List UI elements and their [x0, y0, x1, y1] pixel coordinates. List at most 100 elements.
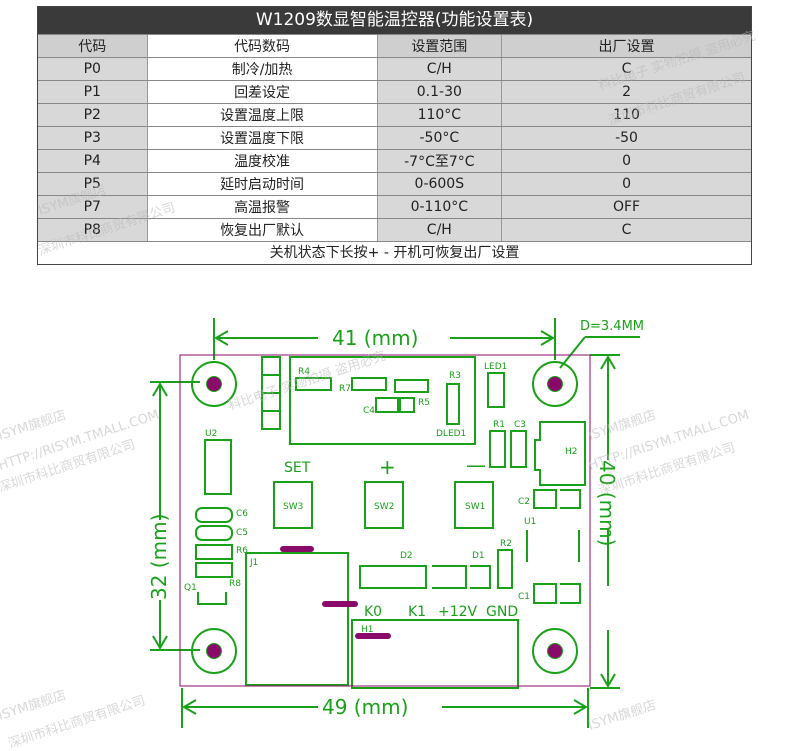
cell-range: 0-110°C [378, 196, 503, 218]
table-row: P1 回差设定 0.1-30 2 [38, 80, 751, 103]
dimension-top [213, 318, 556, 360]
table-header-row: 代码 代码数码 设置范围 出厂设置 [38, 34, 751, 57]
cell-default: 0 [622, 153, 631, 169]
label-r8: R8 [229, 579, 241, 589]
label-gnd: GND [486, 604, 518, 620]
label-c1: C1 [518, 592, 530, 602]
mounting-holes [191, 361, 578, 674]
cell-range: -50°C [378, 127, 503, 149]
label-sw1: SW1 [465, 502, 485, 512]
cell-default: OFF [612, 199, 641, 215]
cell-code: P7 [38, 196, 148, 218]
cell-default: 110 [613, 107, 640, 123]
label-k0: K0 [364, 604, 382, 620]
solder-marks [207, 377, 562, 658]
label-u2: U2 [205, 429, 217, 439]
dimension-bottom [181, 688, 589, 728]
label-12v: +12V [438, 604, 478, 620]
dimension-right [590, 354, 620, 689]
label-q1: Q1 [184, 583, 197, 593]
table-row: P7 高温报警 0-110°C OFF [38, 195, 751, 218]
cell-function: 设置温度下限 [147, 127, 378, 149]
hole-note-label: D=3.4MM [580, 319, 644, 334]
watermark-line1b: ISYM旗舰店 [586, 407, 658, 444]
label-r4: R4 [298, 367, 310, 377]
cell-range: C/H [378, 219, 503, 241]
function-table: W1209数显智能温控器(功能设置表) 代码 代码数码 设置范围 出厂设置 P0… [37, 6, 752, 265]
dim-top-label: 41 (mm) [332, 326, 418, 350]
cell-function: 高温报警 [147, 196, 378, 218]
cell-range: 0.1-30 [378, 81, 503, 103]
label-k1: K1 [408, 604, 426, 620]
label-r1: R1 [493, 420, 505, 430]
sw2-switch [364, 481, 404, 529]
label-c6: C6 [236, 509, 248, 519]
dim-right-label: 40 (mm) [595, 460, 619, 546]
watermark-line1d: ISYM旗舰店 [0, 687, 68, 724]
table-title: W1209数显智能温控器(功能设置表) [38, 7, 751, 34]
watermark-line1c: ISYM旗舰店 [36, 182, 108, 219]
label-minus: — [466, 453, 486, 477]
label-dled1: DLED1 [436, 429, 466, 439]
cell-function: 回差设定 [147, 81, 378, 103]
display-module [289, 356, 476, 445]
cell-range: 110°C [378, 104, 503, 126]
cell-function: 延时启动时间 [147, 173, 378, 195]
table-row: P4 温度校准 -7°C至7°C 0 [38, 149, 751, 172]
label-c4: C4 [363, 406, 375, 416]
cell-code: P5 [38, 173, 148, 195]
label-h2: H2 [565, 447, 578, 457]
cell-code: P3 [38, 127, 148, 149]
table-footer-note: 关机状态下长按+ - 开机可恢复出厂设置 [38, 241, 751, 264]
cell-range: C/H [378, 58, 503, 80]
j1-relay [245, 552, 349, 686]
cell-code: P4 [38, 150, 148, 172]
label-sw2: SW2 [374, 502, 394, 512]
cell-code: P1 [38, 81, 148, 103]
cell-range: -7°C至7°C [378, 150, 503, 172]
cell-range: 0-600S [378, 173, 503, 195]
table-row: P5 延时启动时间 0-600S 0 [38, 172, 751, 195]
table-row: P0 制冷/加热 C/H C [38, 57, 751, 80]
header-range: 设置范围 [378, 35, 503, 57]
cell-function: 制冷/加热 [147, 58, 378, 80]
label-r6: R6 [236, 546, 248, 556]
cell-default: C [621, 222, 632, 238]
header-default: 出厂设置 [598, 39, 655, 55]
table-row: P3 设置温度下限 -50°C -50 [38, 126, 751, 149]
label-d2: D2 [400, 551, 413, 561]
cell-default: 2 [622, 84, 631, 100]
watermark-line1e: ISYM旗舰店 [586, 697, 658, 734]
u2-chip [204, 439, 232, 495]
table-row: P8 恢复出厂默认 C/H C [38, 218, 751, 241]
label-d1: D1 [472, 551, 485, 561]
label-u1: U1 [524, 517, 536, 527]
label-j1: J1 [249, 558, 258, 568]
sw3-switch [273, 481, 313, 529]
sw1-switch [454, 481, 494, 529]
cell-function: 温度校准 [147, 150, 378, 172]
label-r3: R3 [449, 371, 461, 381]
label-c5: C5 [236, 528, 248, 538]
label-led1: LED1 [484, 362, 507, 372]
cell-code: P0 [38, 58, 148, 80]
label-r5: R5 [418, 398, 430, 408]
dim-bottom-label: 49 (mm) [322, 695, 408, 719]
label-c3: C3 [514, 420, 526, 430]
dim-left-label: 32 (mm) [147, 514, 171, 600]
cell-code: P8 [38, 219, 148, 241]
header-code: 代码 [38, 35, 148, 57]
cell-default: 0 [622, 176, 631, 192]
h1-terminal [351, 619, 519, 689]
cell-default: C [621, 61, 632, 77]
table-row: P2 设置温度上限 110°C 110 [38, 103, 751, 126]
watermark-line1: ISYM旗舰店 [0, 407, 68, 444]
label-r7: R7 [339, 384, 351, 394]
cell-function: 设置温度上限 [147, 104, 378, 126]
label-plus: + [379, 455, 396, 479]
header-display: 代码数码 [147, 35, 378, 57]
label-set: SET [284, 460, 311, 476]
cell-function: 恢复出厂默认 [147, 219, 378, 241]
board-outline [179, 354, 591, 687]
